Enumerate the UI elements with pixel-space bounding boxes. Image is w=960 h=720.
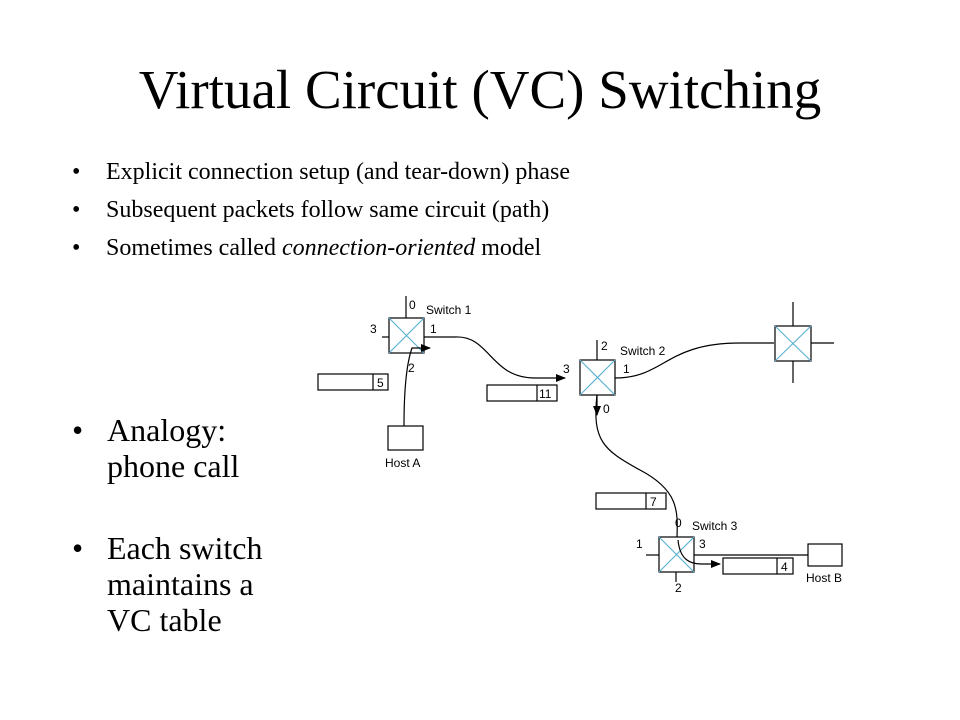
bullet-line: VC table bbox=[107, 602, 222, 638]
bullet-text: model bbox=[475, 235, 542, 261]
packet-body bbox=[722, 557, 794, 575]
bullet-dot: • bbox=[72, 159, 81, 185]
switch-2-port-label: 2 bbox=[601, 339, 608, 353]
bullet-line: Each switch bbox=[107, 530, 263, 566]
switch-1-port-label: 0 bbox=[409, 298, 416, 312]
switch-1-port-label: 2 bbox=[408, 361, 415, 375]
bullet-text-italic: connection-oriented bbox=[281, 235, 476, 261]
path-switch1-switch2 bbox=[454, 336, 566, 382]
switch-2-port-label: 3 bbox=[563, 362, 570, 376]
bullet-item-vc-table: • Each switch maintains a VC table bbox=[72, 530, 347, 638]
packet-vci: 7 bbox=[650, 495, 657, 509]
packet-body bbox=[486, 384, 558, 402]
path-switch2-switch4 bbox=[614, 342, 774, 379]
bullet-dot: • bbox=[72, 235, 81, 261]
switch-4 bbox=[774, 302, 834, 383]
host-b-label: Host B bbox=[806, 571, 842, 585]
bullet-line: maintains a bbox=[107, 566, 254, 602]
bullet-text: Explicit connection setup (and tear-down… bbox=[106, 159, 571, 185]
switch-2-port-label: 0 bbox=[603, 402, 610, 416]
switch-2-x bbox=[579, 359, 616, 396]
bullet-text: Sometimes called bbox=[106, 235, 282, 261]
path-switch3-hostb bbox=[677, 539, 721, 568]
switch-3-port-label: 1 bbox=[636, 537, 643, 551]
bullet-text: Subsequent packets follow same circuit (… bbox=[106, 197, 550, 223]
bullet-item-analogy: • Analogy: phone call bbox=[72, 412, 347, 484]
bullet-line: Analogy: bbox=[107, 412, 227, 448]
bullet-dot: • bbox=[72, 412, 84, 448]
packet: 5 bbox=[317, 373, 389, 391]
bullet-dot: • bbox=[72, 197, 81, 223]
bullet-item: • Explicit connection setup (and tear-do… bbox=[72, 153, 570, 191]
switch-3-port-label: 3 bbox=[699, 537, 706, 551]
switch-3: Switch 3 0 1 2 3 bbox=[636, 516, 738, 595]
bullet-dot: • bbox=[72, 530, 84, 566]
switch-1-port-label: 3 bbox=[370, 322, 377, 336]
packet: 4 bbox=[722, 557, 794, 575]
switch-1: Switch 1 0 1 2 3 bbox=[370, 296, 472, 375]
path-switch2-switch3 bbox=[595, 394, 678, 538]
packet-vci: 4 bbox=[781, 560, 788, 574]
path-hosta-switch1 bbox=[403, 344, 431, 427]
switch-1-label: Switch 1 bbox=[426, 303, 472, 317]
switch-2-label: Switch 2 bbox=[620, 344, 666, 358]
host-b: Host B bbox=[806, 543, 843, 585]
switch-3-port-label: 0 bbox=[675, 516, 682, 530]
bullet-item: • Sometimes called connection-oriented m… bbox=[72, 229, 570, 267]
switch-1-x bbox=[388, 317, 425, 354]
host-a-box bbox=[387, 425, 424, 451]
switch-4-x bbox=[774, 325, 812, 362]
packet-vci: 5 bbox=[377, 376, 384, 390]
switch-2: Switch 2 0 1 2 3 bbox=[563, 339, 666, 416]
host-b-box bbox=[807, 543, 843, 567]
slide-title: Virtual Circuit (VC) Switching bbox=[138, 59, 822, 120]
host-a: Host A bbox=[385, 425, 424, 470]
switch-3-label: Switch 3 bbox=[692, 519, 738, 533]
switch-3-port-label: 2 bbox=[675, 581, 682, 595]
packet-body bbox=[317, 373, 389, 391]
packet-body bbox=[595, 492, 667, 510]
switch-3-x bbox=[658, 536, 695, 573]
packet-vci: 11 bbox=[539, 387, 552, 401]
bullet-item: • Subsequent packets follow same circuit… bbox=[72, 191, 570, 229]
bottom-bullet-list: • Analogy: phone call • Each switch main… bbox=[72, 412, 347, 638]
packet: 11 bbox=[486, 384, 558, 402]
packet: 7 bbox=[595, 492, 667, 510]
switch-2-port-label: 1 bbox=[623, 362, 630, 376]
switch-1-port-label: 1 bbox=[430, 322, 437, 336]
bullet-line: phone call bbox=[107, 448, 240, 484]
top-bullet-list: • Explicit connection setup (and tear-do… bbox=[72, 153, 570, 267]
host-a-label: Host A bbox=[385, 456, 420, 470]
